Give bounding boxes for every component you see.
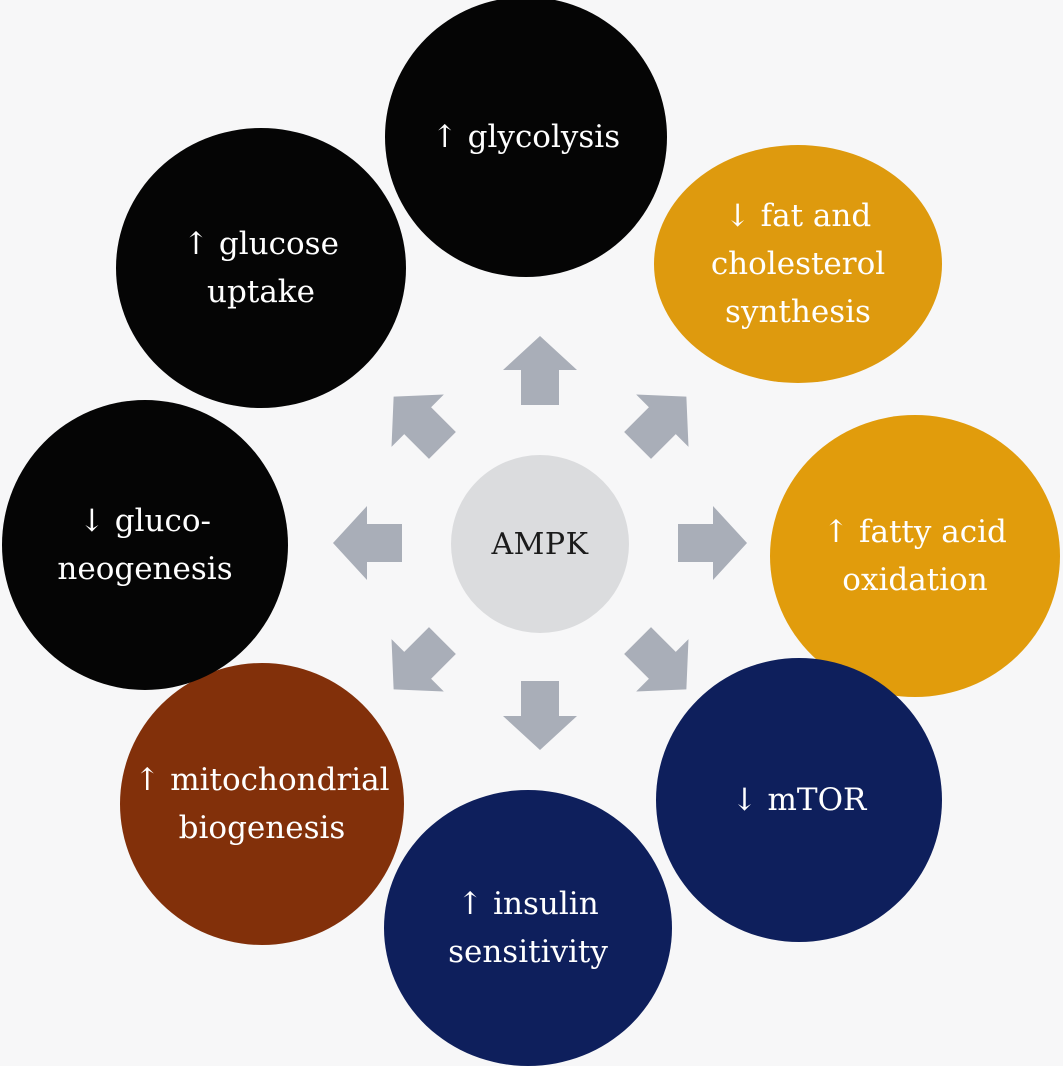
effect-glucose-uptake-label: ↑ glucose uptake xyxy=(183,226,339,310)
effect-mtor: ↓ mTOR xyxy=(656,658,942,942)
effect-mitochondrial-biogenesis: ↑ mitochondrial biogenesis xyxy=(120,663,404,945)
arrow-right xyxy=(678,506,747,580)
arrow-up-left xyxy=(391,394,456,459)
arrow-up-right xyxy=(624,394,689,459)
effect-fat-cholesterol-synthesis: ↓ fat and cholesterol synthesis xyxy=(654,145,942,383)
arrow-up xyxy=(503,336,577,405)
ampk-center-circle: AMPK xyxy=(451,455,629,633)
effect-glycolysis-label: ↑ glycolysis xyxy=(431,119,621,155)
effect-fat-cholesterol-synthesis-label: ↓ fat and cholesterol synthesis xyxy=(710,198,886,330)
effect-gluconeogenesis-label: ↓ gluco- neogenesis xyxy=(57,503,233,587)
effect-glycolysis: ↑ glycolysis xyxy=(385,0,667,277)
effect-insulin-sensitivity: ↑ insulin sensitivity xyxy=(384,790,672,1066)
arrow-down xyxy=(503,681,577,750)
effect-mtor-label: ↓ mTOR xyxy=(731,782,867,818)
arrow-down-left xyxy=(391,627,456,692)
ampk-label: AMPK xyxy=(491,526,589,562)
effect-mitochondrial-biogenesis-label: ↑ mitochondrial biogenesis xyxy=(134,762,390,846)
effect-fatty-acid-oxidation: ↑ fatty acid oxidation xyxy=(770,415,1060,697)
arrow-down-right xyxy=(624,627,689,692)
arrow-left xyxy=(333,506,402,580)
effect-glucose-uptake: ↑ glucose uptake xyxy=(116,128,406,408)
effect-gluconeogenesis: ↓ gluco- neogenesis xyxy=(2,400,288,690)
effect-insulin-sensitivity-label: ↑ insulin sensitivity xyxy=(448,886,608,970)
effect-fatty-acid-oxidation-label: ↑ fatty acid oxidation xyxy=(823,514,1007,598)
